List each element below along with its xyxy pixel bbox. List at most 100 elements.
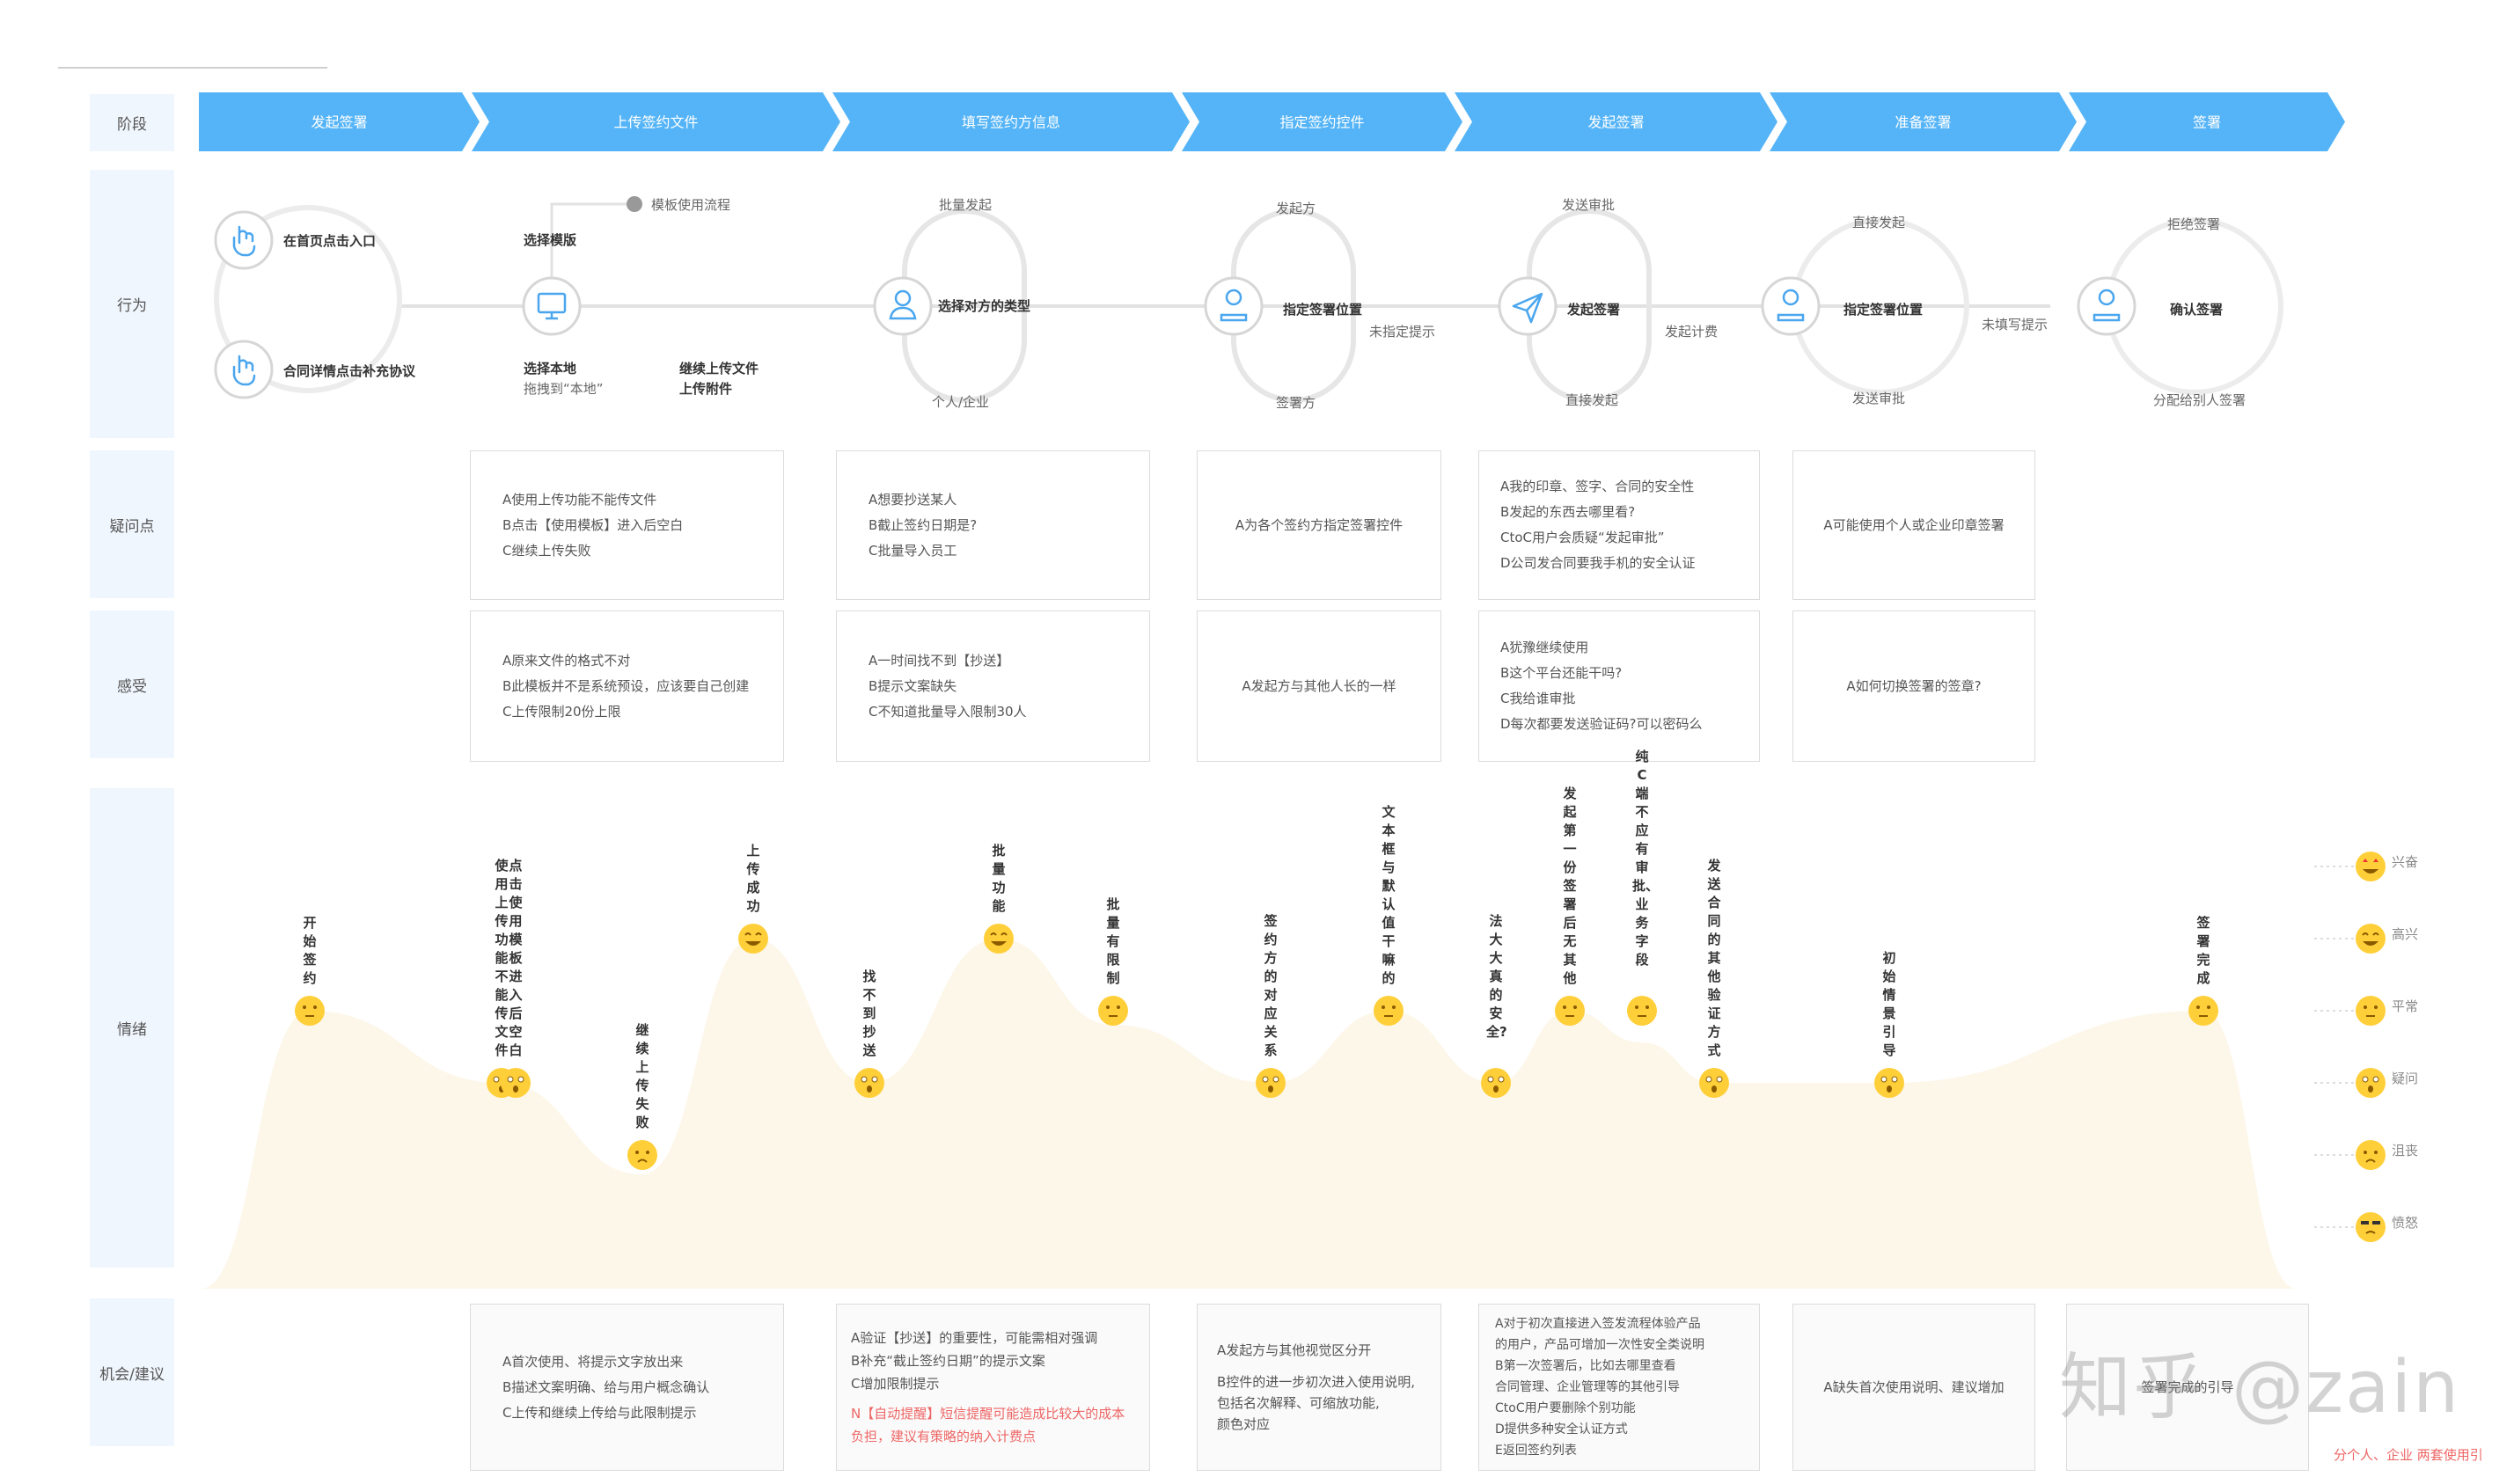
emotion-point-label: 发起第一份签署后无其他: [1563, 786, 1577, 986]
stamp-user-icon: [1204, 276, 1264, 336]
feeling-item: C我给谁审批: [1500, 691, 1576, 706]
action-assign-sign-position: 指定签署位置: [1283, 302, 1363, 318]
doubt-item: A使用上传功能不能传文件: [502, 491, 657, 508]
doubt-item: B截止签约日期是?: [869, 516, 978, 533]
stage-label: 签署: [2193, 114, 2221, 131]
stage-chevron: [472, 92, 840, 151]
feeling-item: C上传限制20份上限: [502, 703, 621, 720]
action-select-template: 选择模版: [524, 232, 577, 248]
legend-happy: 高兴: [2392, 926, 2419, 942]
emoji-face-question-icon: [1256, 1068, 1286, 1098]
opportunity-item: B控件的进一步初次进入使用说明,: [1217, 1374, 1416, 1390]
opportunity-item: B描述文案明确、给与用户概念确认: [502, 1378, 710, 1395]
feeling-item: C不知道批量导入限制30人: [869, 703, 1027, 720]
emotion-point-label: 文本框与默认值干嘛的: [1382, 804, 1396, 986]
emoji-face-question-icon: [2356, 1068, 2386, 1098]
stamp-user-icon: [1761, 276, 1821, 336]
action-drag-local: 拖拽到“本地”: [524, 381, 604, 397]
opportunity-warning: N【自动提醒】短信提醒可能造成比较大的成本: [851, 1406, 1125, 1422]
stage-chevron: [832, 92, 1190, 151]
emoji-face-normal-icon: [1627, 996, 1657, 1026]
action-person-enterprise: 个人/企业: [932, 394, 990, 410]
legend-question: 疑问: [2392, 1071, 2419, 1086]
opportunity-item: 签署完成的引导: [2141, 1378, 2234, 1395]
doubt-item: B点击【使用模板】进入后空白: [502, 516, 684, 533]
doubt-item: A我的印章、签字、合同的安全性: [1500, 479, 1695, 494]
opportunity-item: C增加限制提示: [851, 1376, 940, 1392]
stage-banner: 发起签署上传签约文件填写签约方信息指定签约控件发起签署准备签署签署: [199, 92, 2345, 151]
emoji-face-happy-icon: [738, 924, 768, 954]
opportunity-box-prepare: A缺失首次使用说明、建议增加: [1792, 1304, 2035, 1471]
emotion-point-label: 法大大真的安全?: [1486, 913, 1507, 1040]
feeling-box-upload: A原来文件的格式不对 B此模板并不是系统预设，应该要自己创建 C上传限制20份上…: [470, 610, 784, 762]
doubt-box-upload: A使用上传功能不能传文件 B点击【使用模板】进入后空白 C继续上传失败: [470, 450, 784, 600]
doubt-item: A可能使用个人或企业印章签署: [1823, 516, 2005, 533]
emoji-face-normal-icon: [295, 996, 325, 1026]
doubt-box-prepare: A可能使用个人或企业印章签署: [1792, 450, 2035, 600]
emotion-point-label: 签署完成: [2196, 915, 2210, 986]
action-assign-sign-position: 指定签署位置: [1843, 302, 1924, 318]
opportunity-item: E返回签约列表: [1495, 1444, 1577, 1458]
action-unfilled-hint: 未填写提示: [1982, 317, 2049, 333]
user-icon: [873, 276, 933, 336]
doubt-box-initiate: A我的印章、签字、合同的安全性 B发起的东西去哪里看? CtoC用户会质疑“发起…: [1478, 450, 1760, 600]
emoji-face-excited-icon: [2356, 852, 2386, 881]
feeling-item: A原来文件的格式不对: [502, 652, 631, 669]
watermark: 知乎 @zain: [2059, 1346, 2461, 1429]
opportunity-item: 包括名次解释、可缩放功能,: [1217, 1395, 1380, 1411]
emotion-point-label: 批量有限制: [1106, 896, 1120, 986]
doubt-box-party-info: A想要抄送某人 B截止签约日期是? C批量导入员工: [836, 450, 1150, 600]
row-label-action: 行为: [90, 170, 174, 438]
doubt-item: D公司发合同要我手机的安全认证: [1500, 555, 1696, 571]
action-contract-detail: 合同详情点击补充协议: [283, 363, 416, 379]
legend-angry: 愤怒: [2392, 1215, 2419, 1231]
action-direct-initiate: 直接发起: [1852, 215, 1906, 230]
opportunity-item: CtoC用户要删除个别功能: [1495, 1401, 1636, 1415]
emotion-point-label: 找不到抄送: [862, 969, 876, 1058]
stage-label: 上传签约文件: [613, 114, 698, 131]
stage1-ring: [214, 205, 402, 393]
action-select-local: 选择本地: [524, 361, 577, 376]
opportunity-warning: 负担，建议有策略的纳入计费点: [851, 1429, 1037, 1444]
emoji-face-angry-icon: [2356, 1212, 2386, 1242]
action-direct-initiate: 直接发起: [1565, 392, 1619, 408]
opportunity-item: A验证【抄送】的重要性，可能需相对强调: [851, 1330, 1098, 1346]
action-reject-sign: 拒绝签署: [2167, 216, 2221, 232]
doubt-box-controls: A为各个签约方指定签署控件: [1197, 450, 1441, 600]
legend-normal: 平常: [2392, 998, 2419, 1014]
emoji-face-question-icon: [1874, 1068, 1904, 1098]
doubt-item: CtoC用户会质疑“发起审批”: [1500, 530, 1665, 545]
stage-chevron: [1455, 92, 1777, 151]
action-initiate-sign: 发起签署: [1567, 302, 1621, 318]
emotion-point-label: 继续上传失败: [635, 1022, 649, 1130]
action-flow: [214, 196, 2283, 403]
doubt-item: B发起的东西去哪里看?: [1500, 504, 1636, 520]
row-label-opportunity: 机会/建议: [90, 1298, 174, 1446]
stage-label: 发起签署: [1587, 114, 1644, 131]
emoji-face-question-icon: [501, 1068, 531, 1098]
template-flow-dot: [627, 196, 642, 212]
emoji-face-normal-icon: [2188, 996, 2218, 1026]
feeling-item: A如何切换签署的签章?: [1846, 677, 1982, 694]
stamp-user-icon: [2077, 276, 2137, 336]
doubt-item: A想要抄送某人: [869, 491, 957, 508]
doubt-item: A为各个签约方指定签署控件: [1235, 516, 1404, 533]
emotion-point-label: 批量功能: [992, 843, 1006, 914]
emotion-point-label: 上传成功: [746, 843, 760, 914]
emotion-curve-area: [201, 939, 2297, 1289]
stage-label: 填写签约方信息: [962, 114, 1060, 131]
opportunity-box-party-info: A验证【抄送】的重要性，可能需相对强调 B补充“截止签约日期”的提示文案 C增加…: [836, 1304, 1150, 1471]
stage-chevron: [1770, 92, 2077, 151]
send-icon: [1498, 276, 1558, 336]
emoji-face-sad-icon: [627, 1140, 657, 1170]
action-batch-start: 批量发起: [939, 197, 993, 213]
action-continue-upload: 继续上传文件: [679, 361, 759, 376]
opportunity-box-sign: 签署完成的引导: [2066, 1304, 2309, 1471]
bottom-right-note: 分个人、企业 两套使用引: [2334, 1447, 2483, 1463]
doubt-item: C批量导入员工: [869, 542, 957, 559]
opportunity-box-upload: A首次使用、将提示文字放出来 B描述文案明确、给与用户概念确认 C上传和继续上传…: [470, 1304, 784, 1471]
opportunity-item: 合同管理、企业管理等的其他引导: [1495, 1380, 1680, 1394]
emoji-face-normal-icon: [1098, 996, 1128, 1026]
